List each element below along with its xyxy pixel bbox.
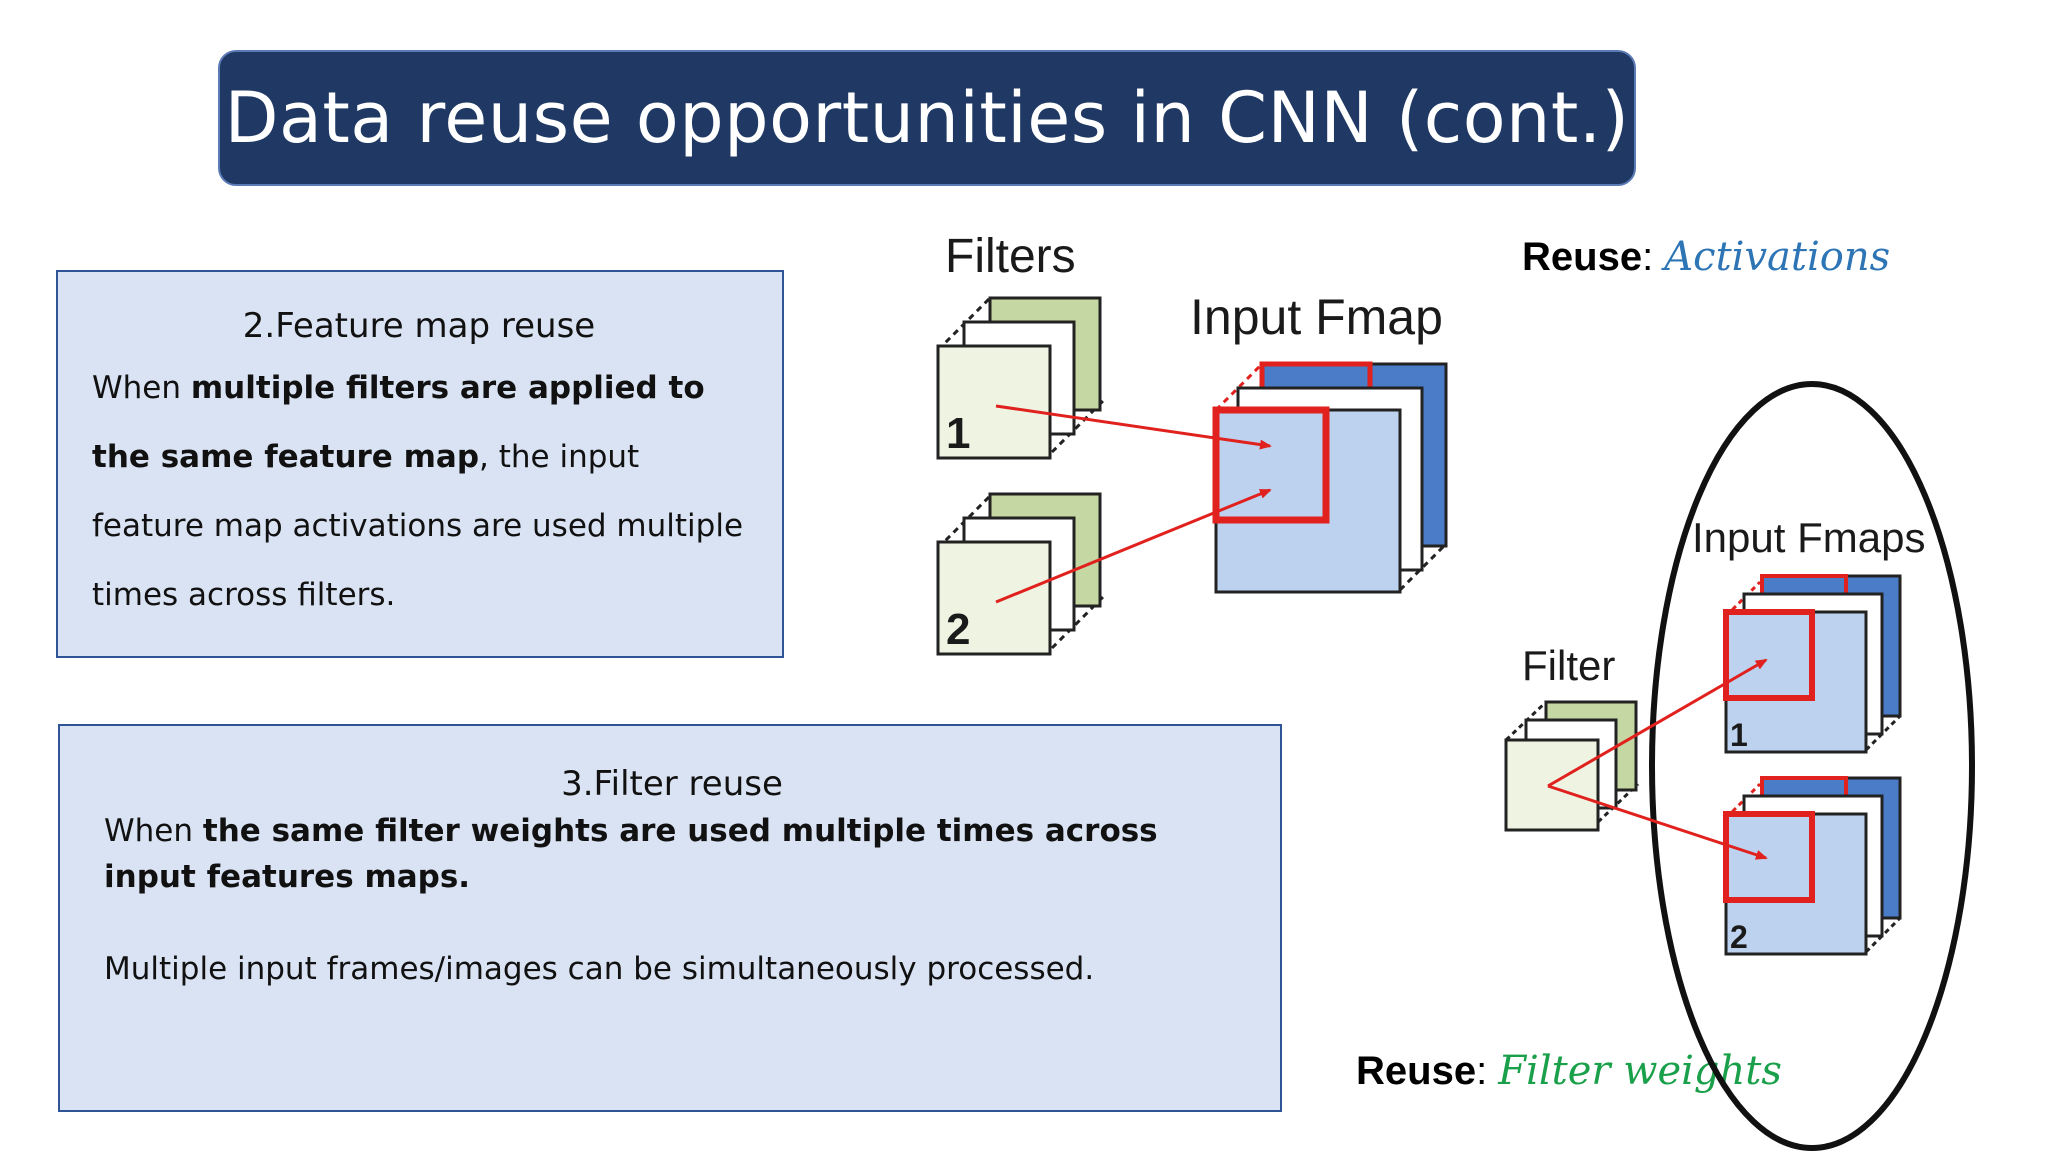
arrow-filter-2	[995, 488, 1272, 604]
reuse-sep: :	[1476, 1049, 1499, 1093]
arrow-to-fmap-2	[1547, 784, 1768, 860]
text-run: When	[104, 813, 203, 849]
filter-1-stack: 1	[936, 296, 1106, 460]
fmap-1-number: 1	[1730, 717, 1748, 753]
feature-map-reuse-diagram: Filters Input Fmap 1 2	[936, 230, 1448, 656]
text-run: When	[92, 370, 191, 406]
filter-2-number: 2	[946, 605, 970, 654]
reuse-key: Reuse	[1522, 235, 1643, 279]
arrow-to-fmap-1	[1547, 658, 1768, 788]
filter-reuse-note: Multiple input frames/images can be simu…	[104, 951, 1095, 987]
filter-2-stack: 2	[936, 492, 1106, 656]
feature-map-reuse-heading: 2.Feature map reuse	[242, 306, 596, 346]
bold-text-run: the same filter weights are used multipl…	[104, 813, 1158, 895]
text-run: , the input feature map activations are …	[92, 439, 744, 613]
input-fmap-1-stack: 1	[1723, 574, 1902, 754]
filter-reuse-box: 3.Filter reuse When the same filter weig…	[58, 724, 1282, 1112]
input-fmap-label: Input Fmap	[1190, 289, 1443, 345]
filter-reuse-heading: 3.Filter reuse	[561, 764, 783, 804]
reuse-activations-label: Reuse: Activations	[1522, 234, 1890, 280]
fmap-2-number: 2	[1730, 919, 1748, 955]
reuse-key: Reuse	[1356, 1049, 1477, 1093]
reuse-weights-label: Reuse: Filter weights	[1356, 1048, 1782, 1094]
filters-label: Filters	[945, 230, 1076, 283]
filter-reuse-diagram: Input Fmaps Filter 1	[1504, 381, 1975, 1151]
slide-title: Data reuse opportunities in CNN (cont.)	[224, 77, 1630, 159]
input-fmap-2-stack: 2	[1723, 776, 1902, 956]
fmaps-ellipse	[1649, 381, 1975, 1151]
reuse-value: Filter weights	[1498, 1048, 1782, 1094]
filter-reuse-text: When the same filter weights are used mu…	[104, 808, 1240, 900]
arrow-filter-1	[995, 404, 1272, 450]
title-bar: Data reuse opportunities in CNN (cont.)	[218, 50, 1636, 186]
reuse-sep: :	[1642, 235, 1665, 279]
input-fmaps-label: Input Fmaps	[1692, 514, 1925, 561]
filter-1-number: 1	[946, 409, 970, 458]
filter-label: Filter	[1522, 642, 1615, 689]
feature-map-reuse-box: 2.Feature map reuse When multiple filter…	[56, 270, 784, 658]
single-filter-stack	[1504, 700, 1640, 832]
feature-map-reuse-text: When multiple filters are applied to the…	[92, 354, 746, 630]
bold-text-run: multiple filters are applied to the same…	[92, 370, 705, 475]
reuse-value: Activations	[1664, 234, 1891, 280]
input-fmap-stack	[1212, 361, 1448, 594]
